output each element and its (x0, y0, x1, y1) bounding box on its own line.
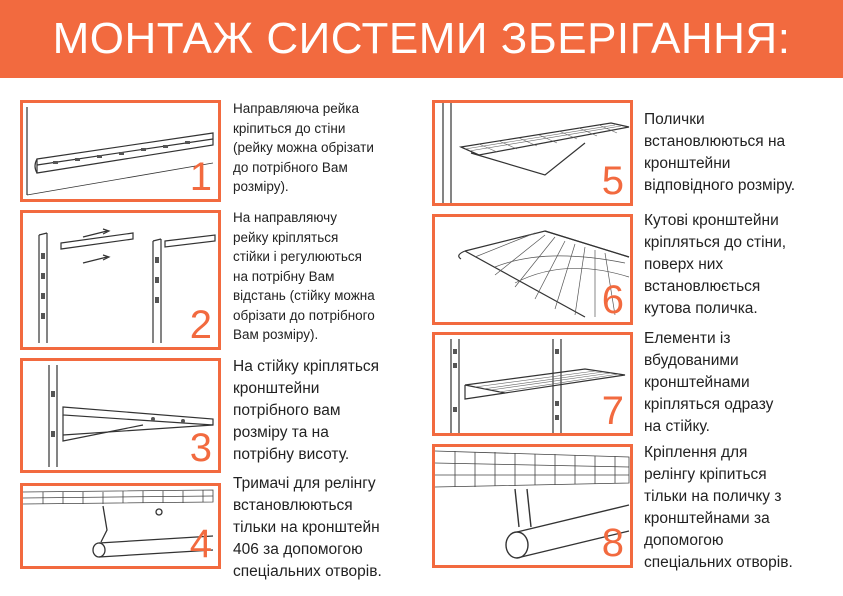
built-in-bracket-illustration (450, 339, 626, 433)
step-number: 8 (601, 521, 624, 565)
corner-shelf-illustration (458, 230, 630, 318)
step-4-panel: 4 (20, 483, 221, 569)
shelf-illustration (442, 103, 630, 203)
step-8-panel: 8 (432, 444, 633, 568)
rail-mount-illustration (435, 450, 630, 559)
title-banner: МОНТАЖ СИСТЕМИ ЗБЕРІГАННЯ: (0, 0, 843, 78)
uprights-illustration (38, 228, 216, 343)
wall-rail-illustration (26, 107, 214, 196)
bracket-illustration (48, 365, 214, 467)
step-number: 7 (601, 389, 624, 433)
step-2-panel: 2 (20, 210, 221, 350)
step-number: 1 (189, 155, 212, 199)
step-number: 2 (189, 303, 212, 347)
step-number: 3 (189, 426, 212, 470)
step-3-panel: 3 (20, 358, 221, 473)
step-7-panel: 7 (432, 332, 633, 436)
step-number: 5 (601, 159, 624, 203)
step-1-panel: 1 (20, 100, 221, 202)
step-6-panel: 6 (432, 214, 633, 325)
rail-holder-illustration (23, 489, 214, 558)
page-title: МОНТАЖ СИСТЕМИ ЗБЕРІГАННЯ: (52, 14, 791, 63)
step-number: 6 (601, 278, 624, 322)
step-5-panel: 5 (432, 100, 633, 206)
step-number: 4 (189, 522, 212, 566)
